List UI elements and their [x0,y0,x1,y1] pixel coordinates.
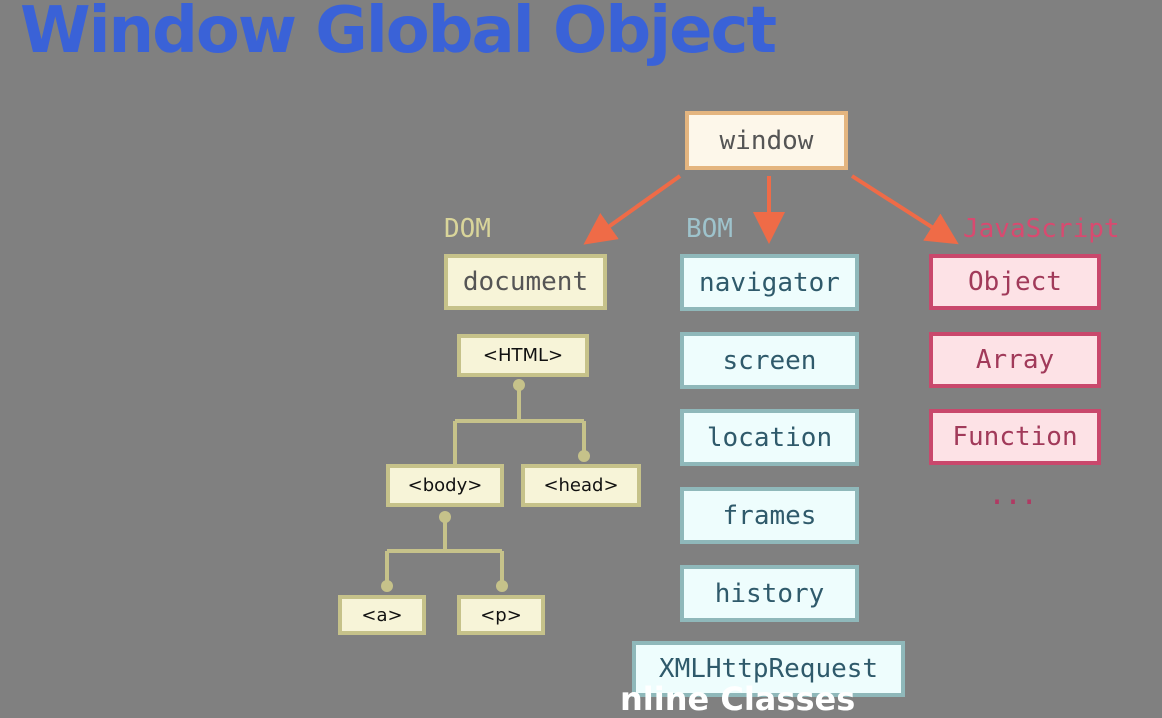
js-item-object: Object [929,254,1101,310]
dom-node-a: <a> [338,595,426,635]
js-item-array: Array [929,332,1101,388]
arrow-to-dom [583,174,682,245]
bom-item-history: history [680,565,859,622]
window-box: window [685,111,848,170]
document-box: document [444,254,607,310]
dom-node-html: <HTML> [457,334,589,377]
arrow-to-js [850,174,959,245]
footer-caption: nline Classes [620,680,856,718]
bom-item-xmlhttprequest: XMLHttpRequest [632,641,905,697]
bom-label: BOM [686,214,733,244]
bom-item-navigator: navigator [680,254,859,311]
dom-label: DOM [444,214,491,244]
dom-node-head: <head> [521,464,641,507]
dom-node-body: <body> [386,464,504,507]
bom-item-location: location [680,409,859,466]
javascript-label: JavaScript [963,214,1120,244]
bom-item-screen: screen [680,332,859,389]
js-more-ellipsis: ... [988,477,1038,512]
bom-item-frames: frames [680,487,859,544]
js-item-function: Function [929,409,1101,465]
dom-tree-connectors [381,379,590,592]
dom-node-p: <p> [457,595,545,635]
page-title: Window Global Object [20,0,777,68]
diagram-connectors [381,174,959,592]
